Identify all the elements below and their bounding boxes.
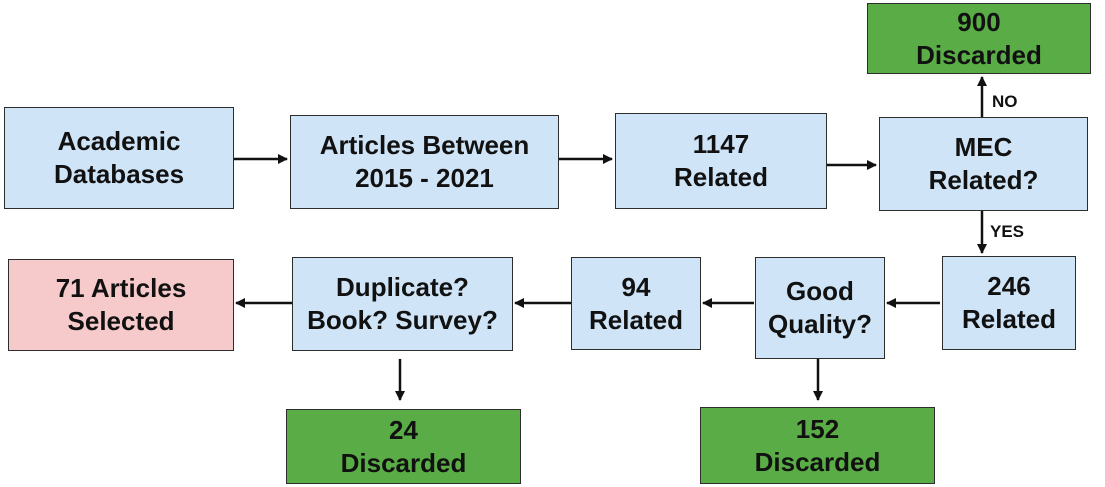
node-academic-databases-label: Academic Databases bbox=[53, 126, 185, 189]
node-24-discarded: 24 Discarded bbox=[286, 409, 521, 484]
node-900-discarded: 900 Discarded bbox=[867, 3, 1091, 74]
node-94-related-label: 94 Related bbox=[589, 271, 683, 335]
node-duplicate-book-survey-label: Duplicate? Book? Survey? bbox=[307, 272, 498, 335]
node-articles-between-label: Articles Between 2015 - 2021 bbox=[319, 130, 530, 193]
node-1147-related: 1147 Related bbox=[615, 113, 827, 209]
node-mec-related: MEC Related? bbox=[879, 117, 1088, 211]
node-articles-between: Articles Between 2015 - 2021 bbox=[290, 115, 559, 209]
node-71-articles-selected-label: 71 Articles Selected bbox=[55, 273, 187, 336]
node-71-articles-selected: 71 Articles Selected bbox=[8, 259, 234, 351]
edge-label-no: NO bbox=[992, 92, 1018, 111]
edge-label-yes: YES bbox=[990, 222, 1025, 241]
node-94-related: 94 Related bbox=[571, 257, 701, 350]
node-good-quality-label: Good Quality? bbox=[767, 276, 872, 339]
node-246-related-label: 246 Related bbox=[962, 271, 1056, 334]
node-152-discarded-label: 152 Discarded bbox=[754, 413, 881, 477]
node-1147-related-label: 1147 Related bbox=[674, 129, 768, 192]
node-academic-databases: Academic Databases bbox=[4, 107, 234, 209]
node-900-discarded-label: 900 Discarded bbox=[916, 6, 1042, 70]
node-good-quality: Good Quality? bbox=[755, 257, 885, 359]
node-152-discarded: 152 Discarded bbox=[700, 407, 935, 484]
node-246-related: 246 Related bbox=[942, 256, 1076, 350]
node-24-discarded-label: 24 Discarded bbox=[340, 414, 467, 478]
node-duplicate-book-survey: Duplicate? Book? Survey? bbox=[292, 257, 513, 351]
node-mec-related-label: MEC Related? bbox=[928, 132, 1039, 195]
